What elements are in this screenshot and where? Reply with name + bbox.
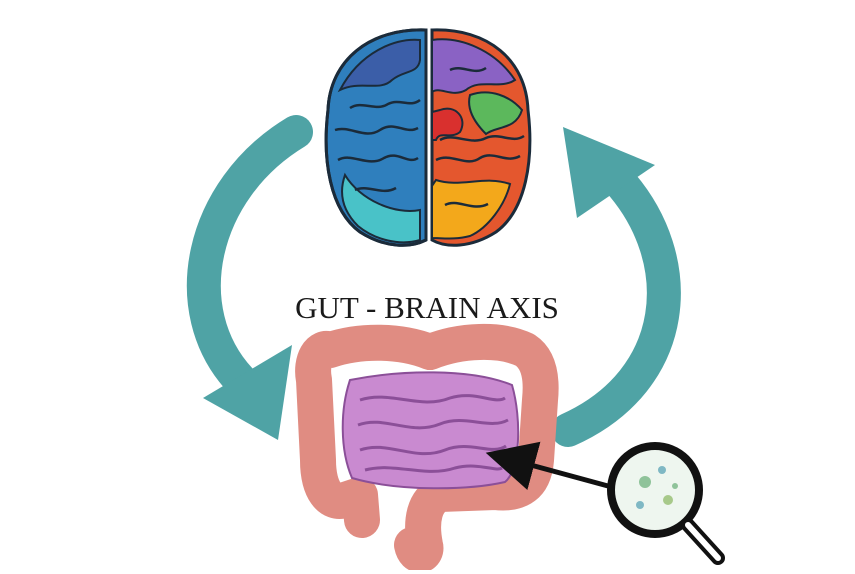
brain-illustration (324, 28, 532, 247)
diagram-title: GUT - BRAIN AXIS (295, 290, 559, 325)
right-cycle-arrow (551, 127, 681, 447)
pointer-arrow (485, 441, 609, 490)
intestine-illustration (295, 323, 559, 573)
magnifying-glass-icon (607, 442, 725, 565)
left-cycle-arrow (186, 115, 313, 440)
